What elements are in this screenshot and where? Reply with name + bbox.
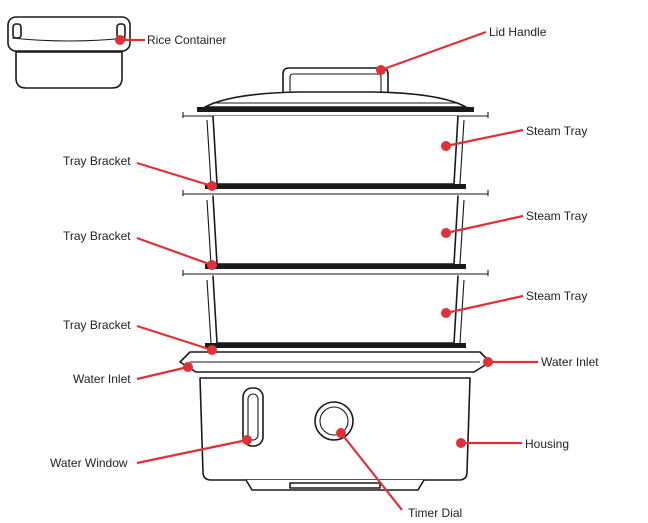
label-steam-tray-1: Steam Tray — [526, 124, 588, 138]
leader-line-water-window — [136, 438, 248, 465]
callout-dot-tray-bracket-1 — [207, 181, 217, 191]
callout-leaders — [115, 30, 538, 511]
steamer-base — [179, 351, 491, 491]
callout-dot-steam-tray-1 — [441, 141, 451, 151]
callout-dot-water-inlet-left — [183, 362, 193, 372]
label-tray-bracket-2: Tray Bracket — [63, 229, 131, 243]
callout-dot-timer-dial — [336, 428, 346, 438]
callout-dot-steam-tray-3 — [441, 308, 451, 318]
leader-line-steam-tray-2 — [445, 214, 524, 235]
callout-dot-housing — [456, 438, 466, 448]
label-steam-tray-3: Steam Tray — [526, 289, 588, 303]
rice-container — [7, 16, 131, 89]
leader-line-steam-tray-3 — [445, 294, 524, 315]
callout-dot-tray-bracket-2 — [207, 260, 217, 270]
label-housing: Housing — [525, 437, 570, 451]
leader-line-tray-bracket-1 — [136, 161, 213, 188]
steam-tray-top — [182, 115, 489, 196]
leader-line-tray-bracket-3 — [136, 324, 213, 352]
callout-dot-steam-tray-2 — [441, 228, 451, 238]
callout-dot-rice-container — [115, 35, 125, 45]
label-water-inlet-left: Water Inlet — [73, 372, 131, 386]
callout-dot-water-window — [242, 435, 252, 445]
leader-line-tray-bracket-2 — [136, 236, 213, 267]
steam-tray-middle — [182, 195, 489, 276]
leader-line-steam-tray-1 — [445, 128, 524, 148]
callout-dot-tray-bracket-3 — [207, 345, 217, 355]
steam-tray-bottom — [205, 275, 466, 348]
label-water-window: Water Window — [50, 456, 128, 470]
label-rice-container: Rice Container — [147, 33, 227, 47]
label-tray-bracket-1: Tray Bracket — [63, 154, 131, 168]
callout-dot-water-inlet-right — [483, 357, 493, 367]
label-water-inlet-right: Water Inlet — [541, 355, 599, 369]
callout-dot-lid-handle — [376, 65, 386, 75]
label-lid-handle: Lid Handle — [489, 25, 547, 39]
leader-line-timer-dial — [340, 432, 403, 511]
label-tray-bracket-3: Tray Bracket — [63, 318, 131, 332]
leader-line-water-inlet-left — [136, 365, 189, 381]
label-steam-tray-2: Steam Tray — [526, 209, 588, 223]
steamer-lid — [182, 67, 489, 118]
leader-line-lid-handle — [380, 30, 487, 72]
label-timer-dial: Timer Dial — [408, 506, 463, 520]
